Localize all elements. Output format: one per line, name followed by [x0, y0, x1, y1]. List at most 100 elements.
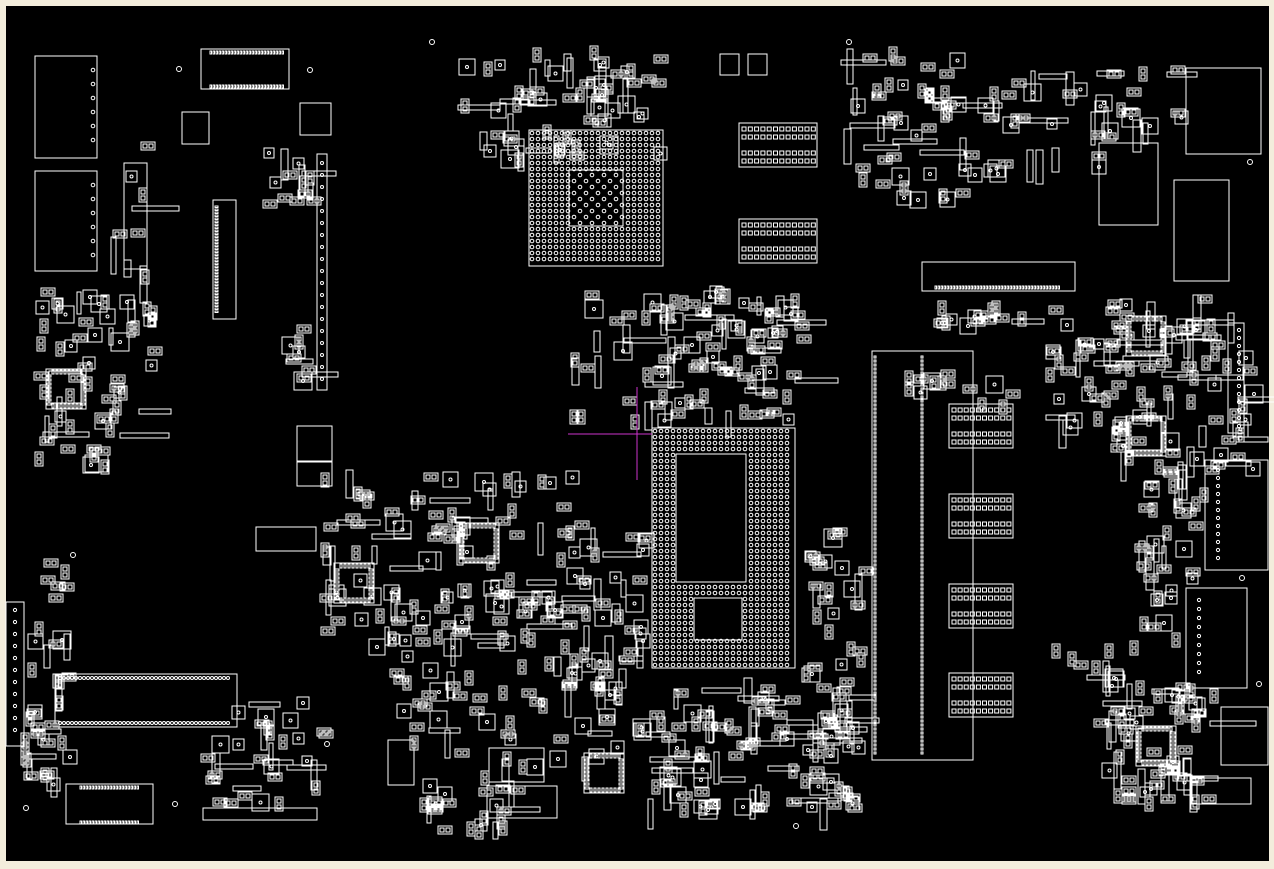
pad — [726, 369, 732, 375]
pad — [879, 157, 885, 163]
pad — [457, 627, 463, 633]
pad — [52, 583, 58, 589]
pad — [1168, 439, 1173, 444]
connector-pin — [94, 785, 97, 790]
slot-pin — [873, 487, 877, 491]
passive-footprint — [60, 564, 70, 580]
bga-ball — [529, 178, 535, 184]
component-footprint — [500, 149, 520, 169]
pad — [1069, 653, 1075, 659]
bga-ball — [547, 196, 553, 202]
bga-ball — [655, 202, 661, 208]
resistor-network — [1026, 149, 1034, 183]
bga-ball — [664, 524, 670, 530]
bga-ball — [649, 160, 655, 166]
pad — [1006, 161, 1012, 167]
component-footprint — [958, 163, 972, 177]
bga-ball — [535, 136, 541, 142]
pad — [941, 71, 947, 77]
pad — [439, 827, 445, 833]
component-footprint — [967, 167, 983, 183]
bga-ball — [658, 428, 664, 434]
bga-ball — [706, 638, 712, 644]
memory-ball — [994, 700, 1000, 706]
passive-footprint — [409, 735, 419, 751]
bga-ball — [595, 238, 601, 244]
pad — [465, 65, 469, 69]
passive-footprint — [1045, 367, 1055, 383]
pad — [592, 307, 596, 311]
component-footprint — [891, 167, 910, 186]
bga-ball — [748, 554, 754, 560]
component-footprint — [636, 107, 649, 120]
passive-footprint — [590, 547, 600, 563]
slot-pin — [873, 623, 877, 627]
bga-ball — [625, 196, 631, 202]
qfn-pin — [459, 556, 465, 560]
bga-ball — [577, 160, 583, 166]
bga-ball — [766, 602, 772, 608]
pad — [507, 580, 513, 586]
pad — [58, 583, 64, 589]
bga-ball — [571, 136, 577, 142]
bga-ball — [664, 584, 670, 590]
connector-pin — [226, 676, 230, 680]
passive-footprint — [595, 598, 611, 608]
bga-ball — [766, 494, 772, 500]
bga-ball — [772, 602, 778, 608]
pad — [1157, 782, 1163, 788]
pad — [239, 793, 245, 799]
pad — [762, 799, 768, 805]
pad — [939, 308, 945, 314]
passive-footprint — [1156, 358, 1172, 368]
connector-pin — [210, 676, 214, 680]
passive-footprint — [670, 409, 686, 419]
component-footprint — [959, 317, 977, 335]
component-pads — [12, 39, 1274, 840]
passive-footprint — [807, 662, 823, 672]
pad — [764, 391, 770, 397]
pad — [842, 787, 848, 793]
pad — [485, 63, 491, 69]
bga-ball — [748, 500, 754, 506]
slot-pin — [920, 539, 924, 543]
passive-footprint — [1201, 355, 1211, 371]
pad — [898, 174, 903, 179]
qfn-pin — [1160, 321, 1166, 325]
bga-ball — [736, 446, 742, 452]
pad — [1188, 691, 1194, 697]
bga-ball — [778, 476, 784, 482]
bga-ball — [760, 470, 766, 476]
bga-ball — [676, 638, 682, 644]
bga-ball — [619, 142, 625, 148]
component-footprint — [401, 650, 414, 663]
qfn-pin — [80, 378, 86, 382]
pad — [35, 373, 41, 379]
pad — [1179, 747, 1185, 753]
passive-footprint — [320, 626, 336, 636]
pad — [860, 568, 866, 574]
memory-ball — [963, 439, 969, 445]
pad — [1129, 788, 1135, 794]
passive-footprint — [661, 733, 677, 743]
bga-ball — [631, 232, 637, 238]
component-footprint — [842, 740, 855, 753]
bga-ball — [547, 154, 553, 160]
component-footprint — [604, 102, 621, 119]
pad — [940, 190, 946, 196]
resistor-network — [622, 324, 631, 354]
memory-ball — [1000, 587, 1006, 593]
bga-ball — [664, 464, 670, 470]
bga-ball — [595, 232, 601, 238]
memory-ball — [1006, 708, 1012, 714]
memory-ball — [785, 230, 791, 236]
bga-ball — [754, 434, 760, 440]
slot-pin — [920, 647, 924, 651]
qfn-pin — [1131, 316, 1135, 322]
resistor-network — [501, 758, 510, 782]
component-footprint — [617, 95, 636, 114]
bga-ball — [772, 470, 778, 476]
bga-ball — [718, 638, 724, 644]
bga-ball — [718, 656, 724, 662]
